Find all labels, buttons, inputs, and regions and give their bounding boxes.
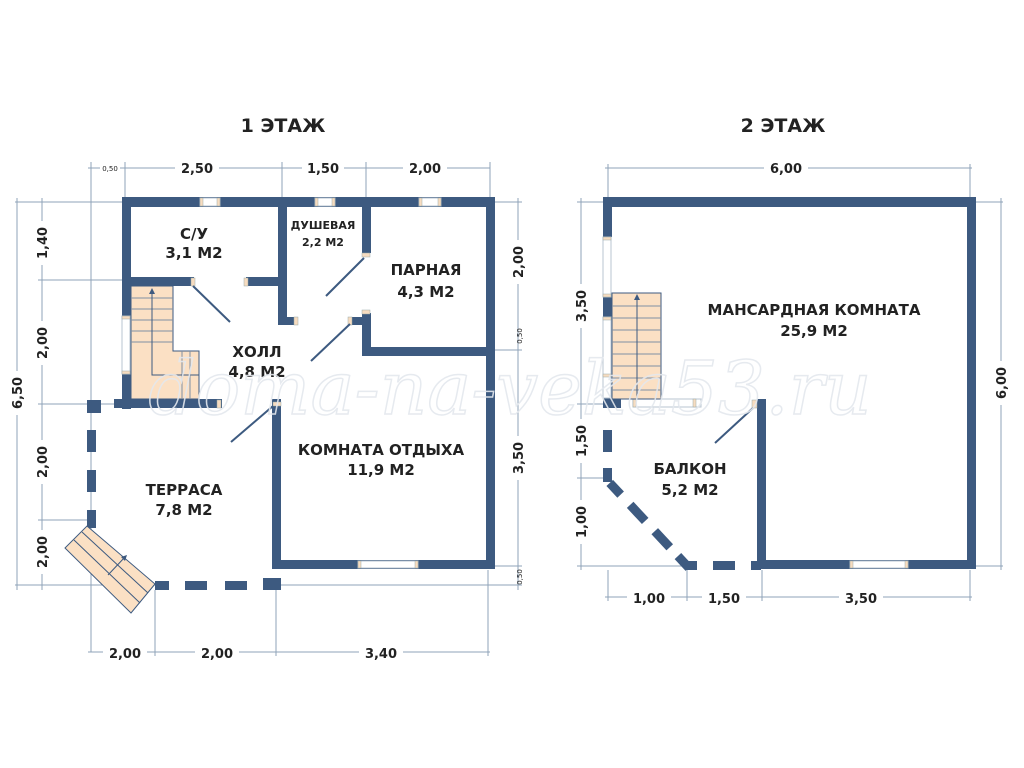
- room-steam-area: 4,3 М2: [397, 283, 454, 301]
- floor1-plan: С/У 3,1 М2 ДУШЕВАЯ 2,2 М2 ПАРНАЯ 4,3 М2 …: [10, 160, 527, 662]
- dim-left1: 1,40: [36, 227, 51, 259]
- dim-bottom1: 2,00: [109, 647, 141, 662]
- dim-right-small: 0,50: [516, 328, 524, 344]
- stair-arrow-icon: [149, 288, 155, 294]
- room-rest-name: КОМНАТА ОТДЫХА: [298, 441, 465, 459]
- room-terrace-name: ТЕРРАСА: [146, 481, 223, 499]
- dim-left1: 3,50: [575, 290, 590, 322]
- floor2-windows: [602, 236, 909, 569]
- dim-top1: 2,50: [181, 162, 213, 177]
- floor1-windows: [121, 197, 442, 569]
- watermark: doma-na-veka53.ru: [148, 346, 871, 432]
- room-steam-name: ПАРНАЯ: [391, 261, 462, 279]
- floor1-doors: [190, 252, 371, 443]
- stair-arrow-icon: [634, 294, 640, 300]
- dim-right1: 2,00: [512, 246, 527, 278]
- room-su-area: 3,1 М2: [165, 244, 222, 262]
- dim-left3: 2,00: [36, 446, 51, 478]
- dim-top2: 1,50: [307, 162, 339, 177]
- room-rest-area: 11,9 М2: [347, 461, 415, 479]
- dim-left-total: 6,50: [11, 377, 26, 409]
- dim-right: 6,00: [995, 367, 1010, 399]
- dim-top3: 2,00: [409, 162, 441, 177]
- room-balcony-area: 5,2 М2: [661, 481, 718, 499]
- dim-top: 6,00: [770, 162, 802, 177]
- floor2-stairs: [611, 292, 662, 400]
- dim-right-small2: 0,50: [516, 569, 524, 585]
- room-balcony-name: БАЛКОН: [653, 460, 726, 478]
- room-shower-area: 2,2 М2: [302, 236, 344, 249]
- room-terrace-area: 7,8 М2: [155, 501, 212, 519]
- dim-left3: 1,00: [575, 506, 590, 538]
- floor2-title: 2 ЭТАЖ: [741, 115, 826, 137]
- dim-top-small: 0,50: [102, 165, 118, 173]
- step-arrow-icon: [121, 555, 127, 561]
- dim-bottom2: 2,00: [201, 647, 233, 662]
- floor1-terrace-steps: [64, 525, 156, 614]
- dim-left2: 1,50: [575, 425, 590, 457]
- floor1-dimension-labels: 0,50 2,50 1,50 2,00 6,50 1,40 2,00 2,00 …: [10, 160, 527, 662]
- dim-right2: 3,50: [512, 442, 527, 474]
- floor1-title: 1 ЭТАЖ: [241, 115, 326, 137]
- dim-bottom2: 1,50: [708, 592, 740, 607]
- dim-bottom3: 3,50: [845, 592, 877, 607]
- room-hall-area: 4,8 М2: [228, 363, 285, 381]
- floor2-doors: [714, 399, 758, 444]
- room-attic-area: 25,9 М2: [780, 322, 848, 340]
- floor2-plan: МАНСАРДНАЯ КОМНАТА 25,9 М2 БАЛКОН 5,2 М2…: [574, 160, 1010, 607]
- room-attic-name: МАНСАРДНАЯ КОМНАТА: [708, 301, 921, 319]
- floor2-dimension-labels: 6,00 6,00 3,50 1,50 1,00 1,00 1,50 3,50: [574, 160, 1010, 607]
- room-su-name: С/У: [180, 225, 208, 243]
- floor1-stairs: [130, 285, 200, 400]
- room-shower-name: ДУШЕВАЯ: [291, 219, 356, 232]
- room-hall-name: ХОЛЛ: [232, 343, 281, 361]
- dim-left4: 2,00: [36, 536, 51, 568]
- dim-left2: 2,00: [36, 327, 51, 359]
- floor1-dimension-lines: [15, 162, 522, 656]
- dim-bottom3: 3,40: [365, 647, 397, 662]
- dim-bottom1: 1,00: [633, 592, 665, 607]
